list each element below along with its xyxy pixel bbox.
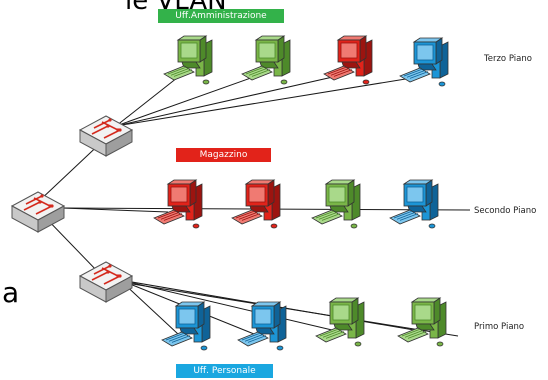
link-second-pc-1 <box>61 207 169 213</box>
network-nodes <box>10 35 449 351</box>
link-third-pc-1 <box>115 73 183 127</box>
link-third-pc-4 <box>115 75 425 127</box>
switch-first-floor[interactable] <box>78 261 134 303</box>
core-switch[interactable] <box>10 191 66 233</box>
floor-label-second: Secondo Piano <box>474 206 537 216</box>
side-text-fragment: a <box>2 276 20 309</box>
computer-third-2[interactable] <box>241 35 291 85</box>
computer-second-3[interactable] <box>311 179 361 229</box>
computer-third-3[interactable] <box>323 35 373 85</box>
computer-second-1[interactable] <box>153 179 203 229</box>
link-first-extension <box>119 281 459 337</box>
floor-label-first: Primo Piano <box>474 322 525 332</box>
vlan-label-admin: Uff.Amministrazione <box>158 9 284 23</box>
vlan-label-magazzino: Magazzino <box>176 148 271 162</box>
computer-first-2[interactable] <box>237 301 287 351</box>
vlan-label-personale: Uff. Personale <box>176 364 273 378</box>
computer-third-4[interactable] <box>399 37 449 87</box>
link-first-pc-3 <box>119 279 333 331</box>
computer-first-1[interactable] <box>161 301 211 351</box>
computer-first-4[interactable] <box>397 297 447 347</box>
link-third-pc-3 <box>115 73 347 127</box>
switch-third-floor[interactable] <box>78 115 134 157</box>
link-third-pc-2 <box>115 73 263 127</box>
computer-first-3[interactable] <box>315 297 365 347</box>
computer-second-2[interactable] <box>231 179 281 229</box>
computer-second-4[interactable] <box>389 179 439 229</box>
floor-label-third: Terzo Piano <box>484 54 532 64</box>
computer-third-1[interactable] <box>163 35 213 85</box>
